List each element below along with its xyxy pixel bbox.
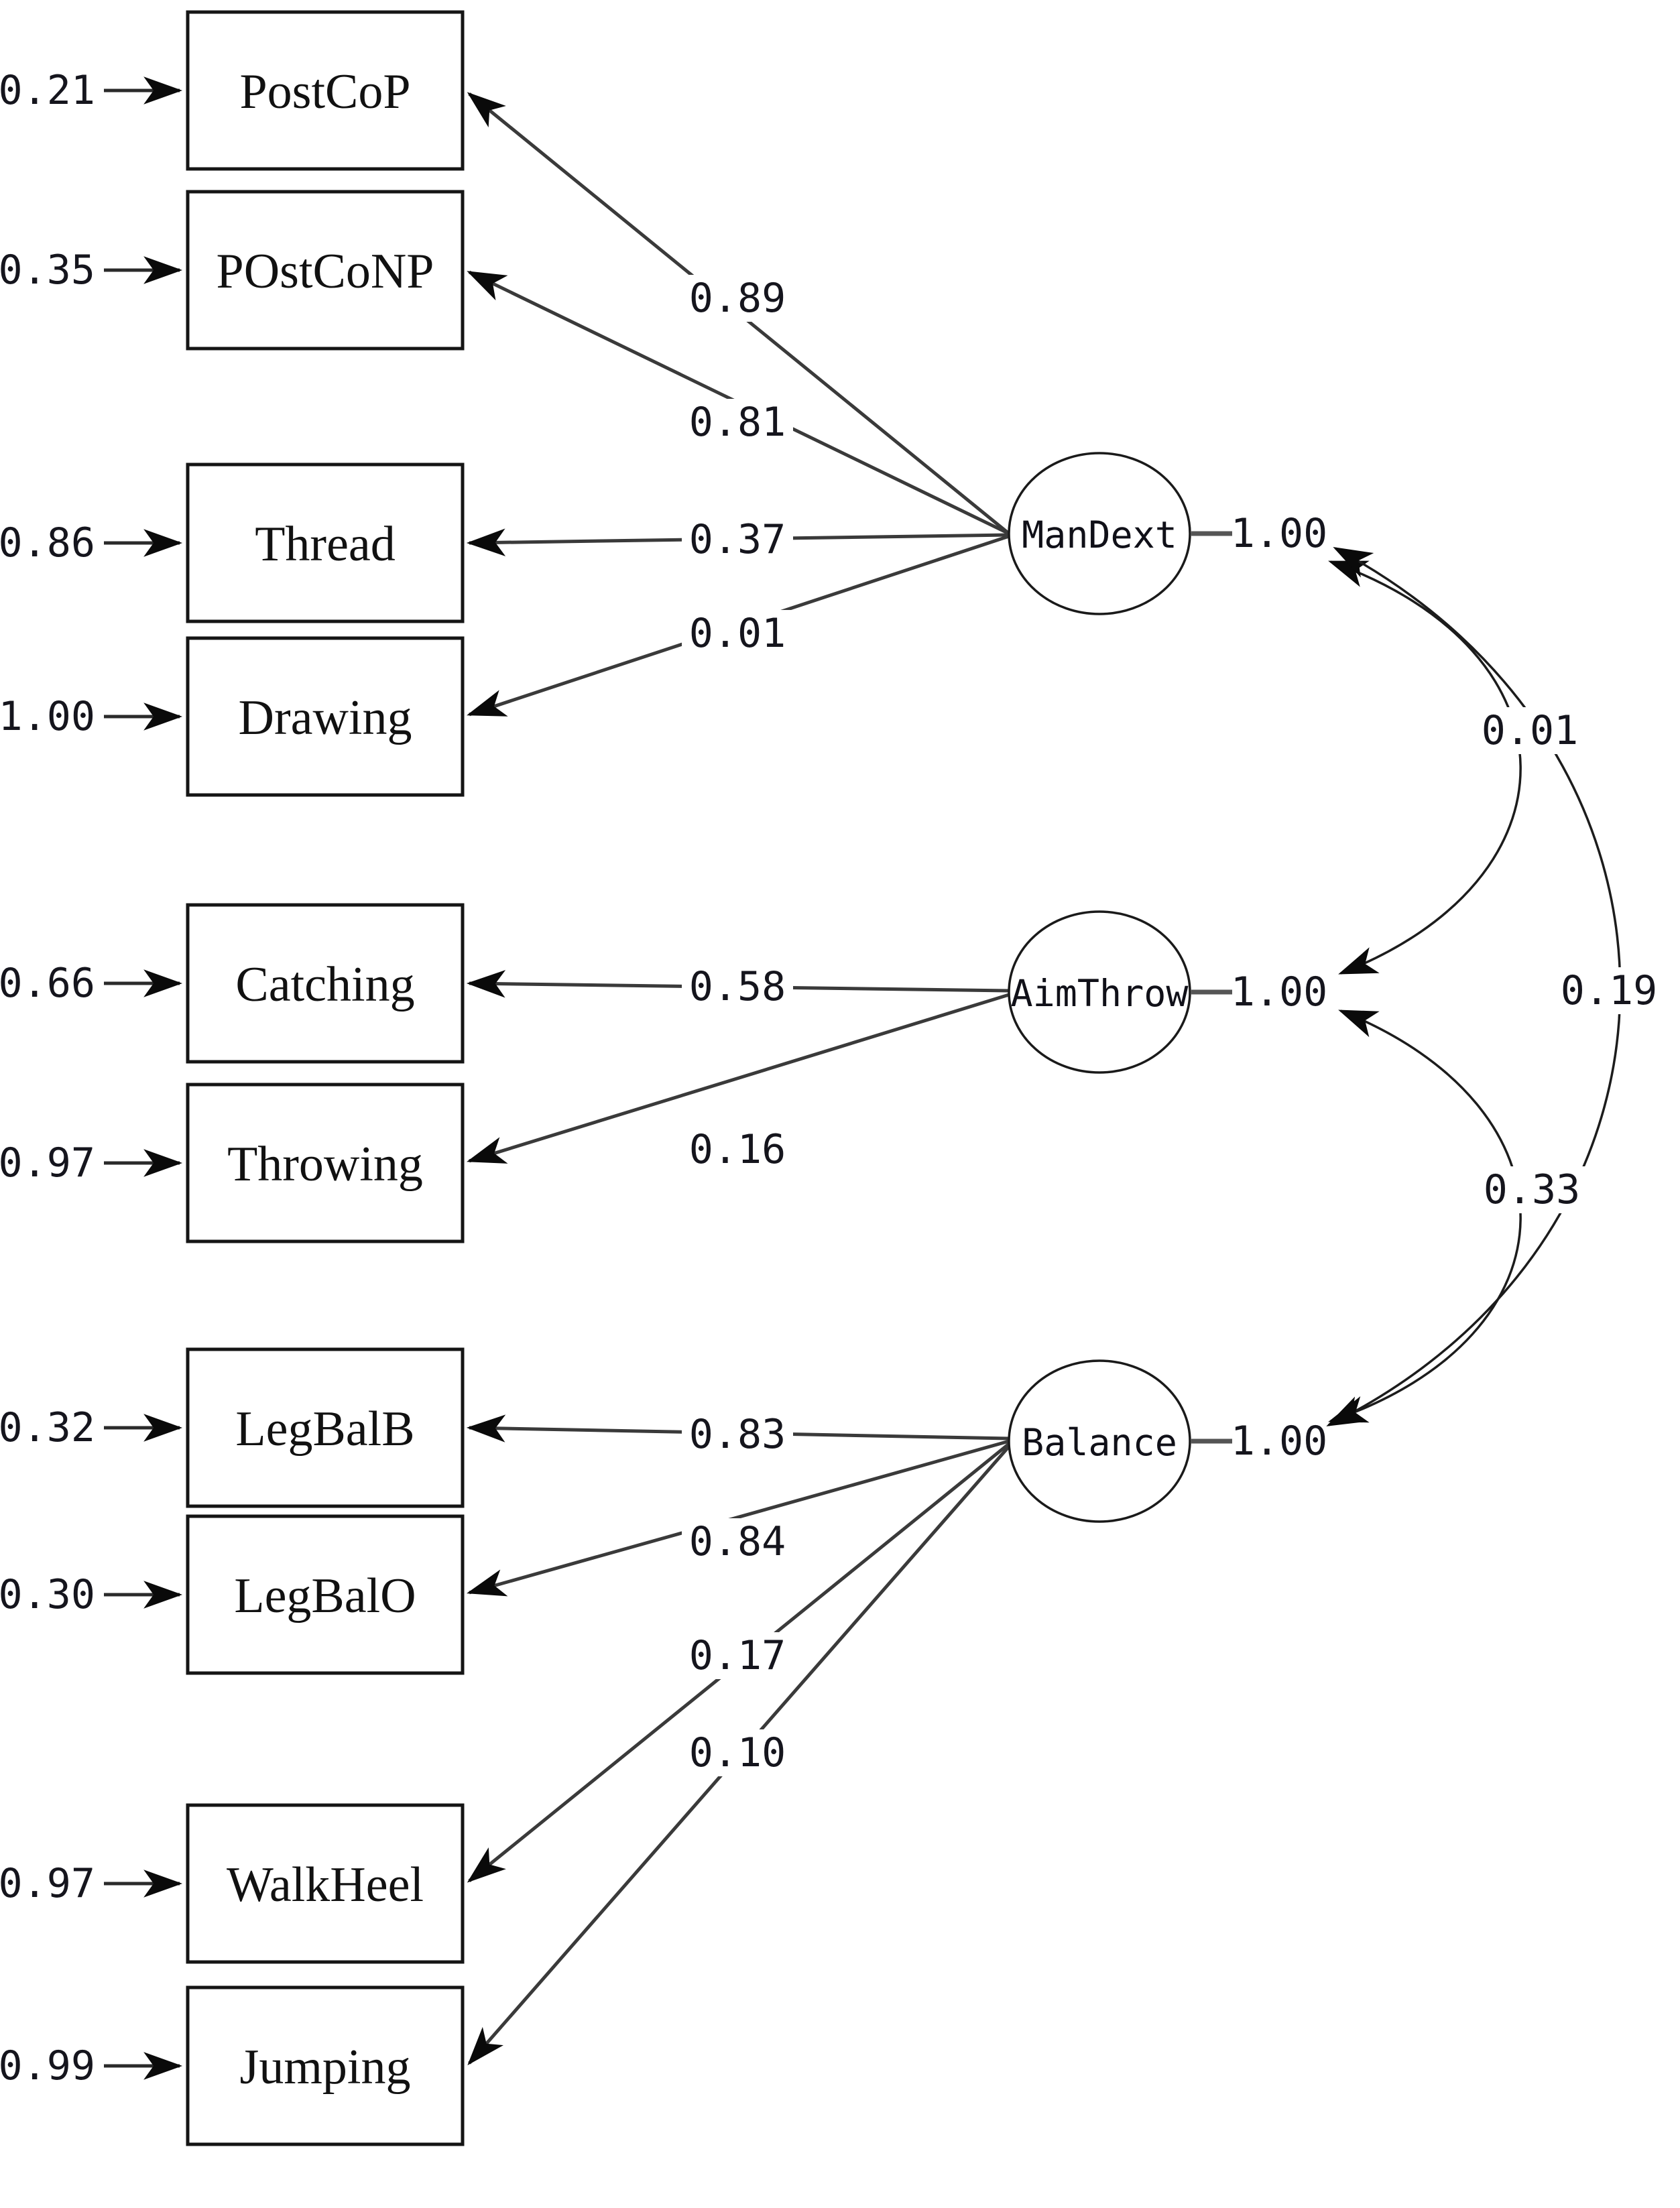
latent-ellipse-aimthrow: AimThrow 1.00 — [1008, 910, 1328, 1074]
observed-box-legbalo: LegBalO — [186, 1514, 465, 1675]
variable-label: Throwing — [227, 1137, 423, 1192]
loading-path-throwing — [467, 993, 1010, 1164]
variable-label: Drawing — [239, 690, 412, 745]
latent-label: Balance — [1022, 1421, 1177, 1464]
variable-box — [186, 903, 465, 1064]
variable-label: Thread — [255, 517, 396, 572]
covariance-arc-aimthrow-balance — [1328, 1009, 1522, 1423]
variable-box — [186, 636, 465, 797]
variable-box — [186, 10, 465, 171]
covariance-value: 0.19 — [1561, 967, 1658, 1014]
loading-path-legbalo — [467, 1439, 1010, 1597]
error-variance-value: 0.97 — [0, 1140, 95, 1186]
variable-label: Jumping — [240, 2040, 411, 2095]
error-variance-value: 0.86 — [0, 519, 95, 566]
loading-value: 0.81 — [689, 399, 786, 446]
error-terms: 0.21 0.35 0.86 1.00 0.66 0.97 0.32 0.30 … — [0, 67, 183, 2089]
covariance-values: 0.01 0.19 0.33 — [1474, 707, 1665, 1213]
variable-box — [186, 463, 465, 623]
variance-value: 1.00 — [1231, 969, 1328, 1016]
observed-box-throwing: Throwing — [186, 1083, 465, 1243]
observed-box-drawing: Drawing — [186, 636, 465, 797]
label-mask — [682, 963, 793, 1010]
observed-box-thread: Thread — [186, 463, 465, 623]
label-mask — [682, 1126, 793, 1173]
covariance-value: 0.33 — [1484, 1166, 1581, 1213]
latent-shape — [1008, 910, 1191, 1074]
label-mask — [1474, 707, 1585, 754]
variable-label: LegBalB — [235, 1402, 414, 1457]
latent-label: ManDext — [1022, 513, 1177, 556]
latent-label: AimThrow — [1011, 972, 1189, 1015]
label-mask — [1553, 967, 1665, 1014]
loading-value: 0.37 — [689, 516, 786, 563]
error-variance-value: 0.21 — [0, 67, 95, 114]
loading-value: 0.16 — [689, 1126, 786, 1173]
variable-box — [186, 1985, 465, 2146]
loading-value: 0.01 — [689, 610, 786, 657]
label-mask — [682, 1632, 793, 1679]
observed-variables: PostCoP POstCoNP Thread Drawing Catching… — [186, 10, 465, 2146]
latent-shape — [1008, 1359, 1191, 1523]
variable-box — [186, 1514, 465, 1675]
label-mask — [682, 516, 793, 563]
latent-ellipse-balance: Balance 1.00 — [1008, 1359, 1328, 1523]
variable-box — [186, 190, 465, 351]
observed-box-postconp: POstCoNP — [186, 190, 465, 351]
variable-label: LegBalO — [234, 1569, 416, 1623]
loading-value: 0.89 — [689, 275, 786, 322]
variable-box — [186, 1347, 465, 1508]
observed-box-jumping: Jumping — [186, 1985, 465, 2146]
covariance-arc-mandext-aimthrow — [1328, 560, 1522, 975]
label-mask — [1476, 1166, 1587, 1213]
variable-label: PostCoP — [239, 64, 410, 119]
label-mask — [682, 275, 793, 322]
observed-box-walkheel: WalkHeel — [186, 1803, 465, 1964]
label-mask — [682, 1411, 793, 1458]
variance-value: 1.00 — [1231, 510, 1328, 557]
variable-box — [186, 1803, 465, 1964]
error-variance-value: 1.00 — [0, 693, 95, 740]
observed-box-postcop: PostCoP — [186, 10, 465, 171]
loading-value: 0.84 — [689, 1518, 786, 1565]
observed-box-catching: Catching — [186, 903, 465, 1064]
error-variance-value: 0.30 — [0, 1571, 95, 1618]
loading-value: 0.17 — [689, 1632, 786, 1679]
latent-shape — [1008, 452, 1191, 615]
covariance-value: 0.01 — [1482, 707, 1579, 754]
loading-value: 0.83 — [689, 1411, 786, 1458]
loading-values: 0.89 0.81 0.37 0.01 0.58 0.16 0.83 0.84 … — [682, 275, 793, 1776]
latent-variables: ManDext 1.00 AimThrow 1.00 Balance 1.00 — [1008, 452, 1328, 1523]
error-variance-value: 0.97 — [0, 1860, 95, 1907]
label-mask — [682, 610, 793, 657]
variance-value: 1.00 — [1231, 1418, 1328, 1465]
error-variance-value: 0.32 — [0, 1404, 95, 1451]
label-mask — [682, 1729, 793, 1776]
error-variance-value: 0.66 — [0, 960, 95, 1007]
error-variance-value: 0.35 — [0, 247, 95, 294]
variable-label: POstCoNP — [217, 244, 434, 299]
error-variance-value: 0.99 — [0, 2042, 95, 2089]
label-mask — [682, 1518, 793, 1565]
loading-value: 0.10 — [689, 1729, 786, 1776]
variable-box — [186, 1083, 465, 1243]
loading-value: 0.58 — [689, 963, 786, 1010]
variable-label: Catching — [235, 957, 414, 1012]
label-mask — [682, 399, 793, 446]
observed-box-legbalb: LegBalB — [186, 1347, 465, 1508]
latent-ellipse-mandext: ManDext 1.00 — [1008, 452, 1328, 615]
variable-label: WalkHeel — [227, 1857, 424, 1912]
